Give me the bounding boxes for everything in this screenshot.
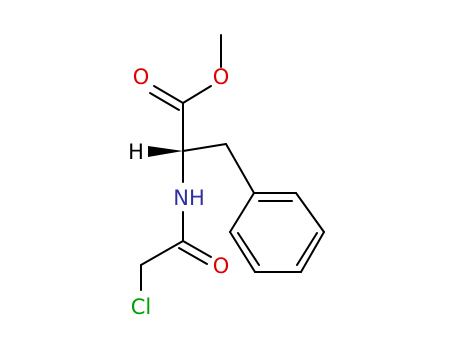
atom-labels: O O H NH O Cl — [128, 65, 229, 319]
bond-c-o-double-b — [149, 92, 180, 111]
atom-nh: NH — [173, 186, 205, 210]
ring-inner-2 — [296, 232, 318, 266]
bonds — [140, 34, 255, 291]
ring-inner-3 — [237, 232, 260, 266]
phenyl-ring — [229, 192, 325, 273]
ring-bond-5 — [229, 231, 256, 273]
wedge-bond-h — [148, 146, 183, 157]
atom-h-stereo: H — [128, 140, 144, 164]
bond-amide-co-a — [182, 240, 212, 258]
ring-bond-2 — [295, 192, 325, 233]
bond-o-carbonyl-c — [182, 85, 212, 104]
bond-ch2-phenyl — [225, 143, 255, 194]
ring-bond-3 — [300, 231, 325, 273]
atom-cl: Cl — [131, 295, 152, 319]
atom-o-carbonyl-ester: O — [133, 65, 150, 89]
ring-bond-6 — [229, 192, 255, 233]
bond-c-o-double-a — [153, 85, 184, 104]
atom-o-amide: O — [213, 254, 230, 278]
bond-amide-ch2 — [140, 240, 184, 266]
bond-alpha-ch2 — [182, 143, 227, 152]
bond-amide-co-b — [178, 247, 208, 265]
atom-o-ester: O — [213, 65, 230, 89]
